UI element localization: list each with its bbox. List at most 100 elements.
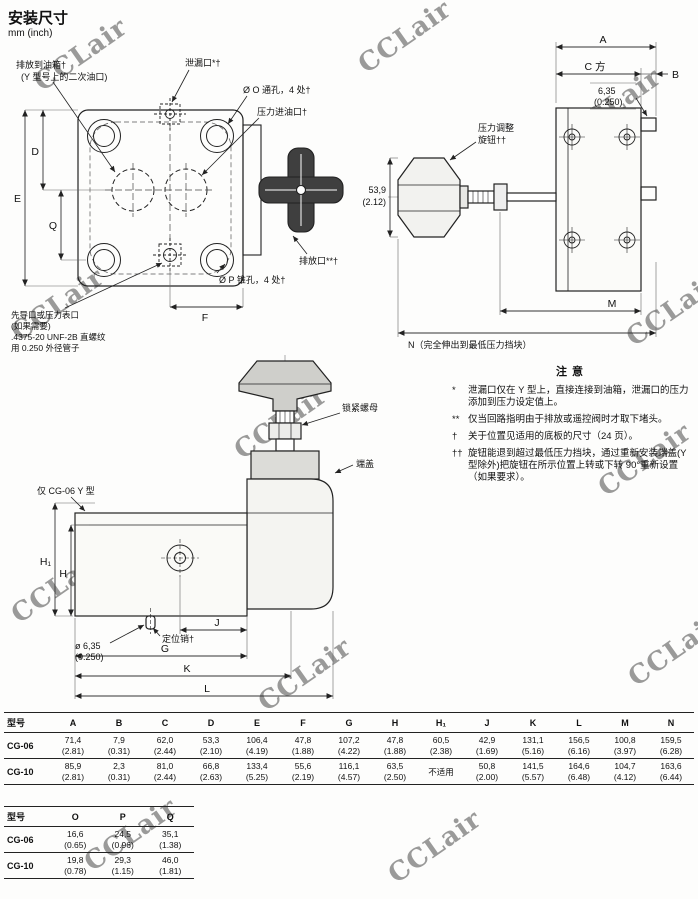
side-profile-knob-end xyxy=(242,124,344,256)
column-header: P xyxy=(99,806,147,827)
valve-section-body xyxy=(74,360,334,634)
watermark: CCLair xyxy=(382,804,488,890)
dimension-cell: 131,1(5.16) xyxy=(521,735,545,756)
label-pressure-inlet: 压力进油口† xyxy=(257,106,307,117)
side-tab-mid xyxy=(640,186,657,201)
column-header: D xyxy=(188,712,234,733)
dim-label-539-in: (2.12) xyxy=(362,197,386,207)
leader-lines xyxy=(52,69,308,309)
dimension-cell: 47,8(1.88) xyxy=(383,735,407,756)
dim-label-h1: H₁ xyxy=(40,556,52,568)
side-tab-top xyxy=(640,117,657,132)
note-marker: ** xyxy=(452,414,460,425)
label-leak-port: 泄漏口*† xyxy=(185,57,221,68)
column-header: F xyxy=(280,712,326,733)
stem-nut xyxy=(493,183,508,211)
dimension-cell: 50,8(2.00) xyxy=(475,761,499,782)
dimension-cell: 16,6(0.65) xyxy=(64,829,87,850)
dimension-cell: 46,0(1.81) xyxy=(159,855,182,876)
dimension-cell: 100,8(3.97) xyxy=(613,735,637,756)
note-marker: †† xyxy=(452,448,463,459)
dim-label-b: B xyxy=(672,69,679,81)
label-pilot-port-1: 先导口或压力表口 xyxy=(11,310,79,320)
label-pilot-port-2: (如果需要) xyxy=(11,321,51,331)
body-outline xyxy=(555,107,642,292)
mounting-holes xyxy=(87,119,234,277)
note-text: 仅当回路指明由于排放或遥控阀时才取下堵头。 xyxy=(468,414,668,425)
dim-label-j: J xyxy=(214,617,219,629)
label-cg06-only: 仅 CG-06 Y 型 xyxy=(37,485,95,496)
dim-label-h: H xyxy=(59,568,67,580)
watermark: CCLair xyxy=(622,607,698,693)
side-view-drawing: A C 方 B 6,35 (0.250) 压力调整 旋钮†† 53,9 (2.1… xyxy=(362,34,679,350)
leader-lines xyxy=(70,412,354,644)
dimension-cell: 不适用 xyxy=(428,766,454,777)
dimension-cell: 141,5(5.57) xyxy=(521,761,545,782)
column-header: E xyxy=(234,712,280,733)
dimension-cell: 2,3(0.31) xyxy=(107,761,131,782)
column-header: H₁ xyxy=(418,712,464,733)
dimension-cell: 107,2(4.22) xyxy=(337,735,361,756)
dimension-lines xyxy=(52,502,334,699)
note-marker: * xyxy=(452,385,456,396)
dim-label-e: E xyxy=(14,193,21,205)
column-header: H xyxy=(372,712,418,733)
front-view-drawing: 排放到油箱† (Y 型号上的二次油口) 泄漏口*† Ø O 通孔，4 处† 压力… xyxy=(11,57,344,353)
column-header: G xyxy=(326,712,372,733)
column-header: M xyxy=(602,712,648,733)
main-body xyxy=(74,512,248,617)
stem-shaft xyxy=(506,192,557,202)
dim-label-635: 6,35 xyxy=(598,86,616,96)
valve-body-outline xyxy=(77,109,244,287)
column-header: J xyxy=(464,712,510,733)
flange xyxy=(242,124,262,256)
dimension-cell: 60,5(2.38) xyxy=(429,735,453,756)
dimension-cell: 24,5(0.96) xyxy=(111,829,134,850)
dim-label-a: A xyxy=(599,34,606,46)
column-header: Q xyxy=(146,806,194,827)
label-drain-to-tank: 排放到油箱† xyxy=(16,59,66,70)
dim-label-635-in: (0.250) xyxy=(594,97,623,107)
dimension-cell: 62,0(2.44) xyxy=(153,735,177,756)
label-drain-to-tank-2: (Y 型号上的二次油口) xyxy=(21,71,107,82)
column-header: B xyxy=(96,712,142,733)
notes-panel: 注意 * 泄漏口仅在 Y 型上，直接连接到油箱，泄漏口的压力添加到压力设定值上。… xyxy=(452,366,692,489)
bolt-holes xyxy=(559,124,640,253)
valve-side-body xyxy=(397,107,657,292)
page-title: 安装尺寸 xyxy=(8,10,69,27)
column-header: K xyxy=(510,712,556,733)
dimension-cell: 85,9(2.81) xyxy=(61,761,85,782)
label-locating-pin: 定位销† xyxy=(162,633,194,644)
leader-lines xyxy=(449,97,648,161)
dimension-cell: 81,0(2.44) xyxy=(153,761,177,782)
dim-label-l: L xyxy=(204,683,210,695)
t-handle-knob xyxy=(238,360,332,412)
dimension-lines xyxy=(22,109,244,310)
dimension-cell: 116,1(4.57) xyxy=(337,761,361,782)
label-pressure-adjust-2: 旋钮†† xyxy=(478,134,506,145)
dim-label-k: K xyxy=(183,663,190,675)
units-note: mm (inch) xyxy=(8,28,53,39)
section-view-drawing: 锁紧螺母 端盖 仅 CG-06 Y 型 定位销† ø 6,35 (0.250) … xyxy=(37,355,378,699)
model-cell: CG-10 xyxy=(7,860,34,871)
dim-label-m: M xyxy=(608,298,617,310)
label-pin-dia: ø 6,35 xyxy=(75,641,101,651)
dimension-lines xyxy=(387,42,668,337)
label-pin-dia-in: (0.250) xyxy=(75,652,104,662)
column-header: L xyxy=(556,712,602,733)
dimension-cell: 106,4(4.19) xyxy=(245,735,269,756)
dimension-cell: 42,9(1.69) xyxy=(475,735,499,756)
section-view-labels: 锁紧螺母 端盖 仅 CG-06 Y 型 定位销† ø 6,35 (0.250) … xyxy=(37,402,378,695)
dimension-cell: 164,6(6.48) xyxy=(567,761,591,782)
column-header: A xyxy=(50,712,96,733)
dimension-cell: 71,4(2.81) xyxy=(61,735,85,756)
dim-label-n: N（完全伸出到最低压力挡块） xyxy=(408,339,532,350)
note-item: † 关于位置见适用的底板的尺寸（24 页）。 xyxy=(452,431,692,443)
dim-label-q: Q xyxy=(49,220,57,232)
column-header: O xyxy=(51,806,99,827)
label-lock-nut: 锁紧螺母 xyxy=(342,402,378,413)
